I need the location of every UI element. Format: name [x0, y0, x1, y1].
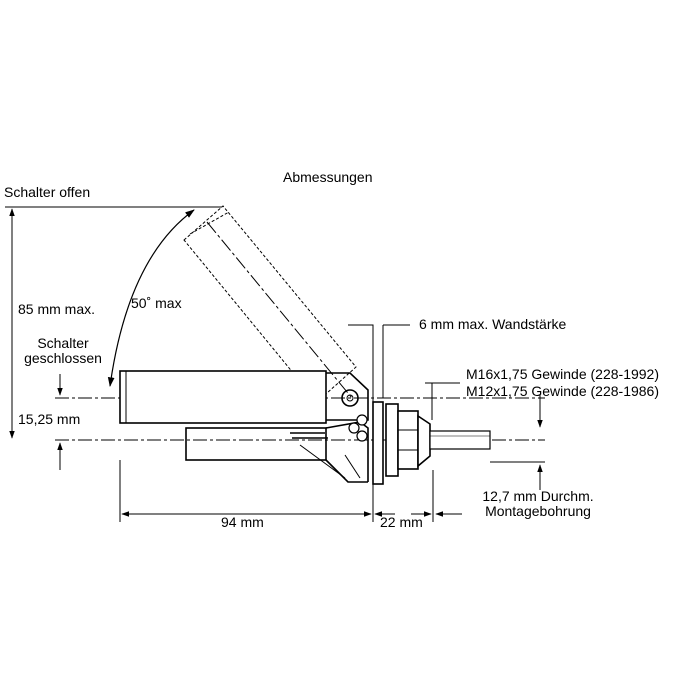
angle-arc: [107, 209, 195, 387]
label-thread-1: M16x1,75 Gewinde (228-1992): [466, 366, 660, 382]
label-offset: 15,25 mm: [18, 411, 81, 427]
switch-housing: [185, 421, 369, 483]
label-length-nut: 22 mm: [380, 514, 423, 530]
ball-bearings: [348, 414, 368, 442]
mounting-hardware: [372, 401, 431, 485]
label-height-max: 85 mm max.: [18, 301, 96, 317]
dimension-wall-thickness: [348, 324, 410, 398]
float-closed-position: [119, 370, 369, 424]
label-switch-open: Schalter offen: [4, 184, 91, 200]
label-hole-line2: Montagebohrung: [485, 503, 591, 519]
label-hole-line1: 12,7 mm Durchm.: [482, 488, 594, 504]
label-wall-thickness: 6 mm max. Wandstärke: [419, 316, 567, 332]
label-switch-closed-line1: Schalter: [37, 335, 89, 351]
label-angle-max: 50˚ max: [131, 295, 182, 311]
pivot: [341, 389, 359, 407]
dimension-thread: [425, 382, 543, 428]
label-thread-2: M12x1,75 Gewinde (228-1986): [466, 383, 660, 399]
label-length-body: 94 mm: [221, 514, 264, 530]
diagram-title: Abmessungen: [283, 169, 373, 185]
label-switch-closed-line2: geschlossen: [24, 350, 102, 366]
label-hole: 12,7 mm Durchm. Montagebohrung: [463, 489, 613, 519]
cable: [429, 430, 491, 450]
label-switch-closed: Schalter geschlossen: [18, 336, 108, 366]
dimension-hole: [490, 461, 545, 490]
float-open-position: [183, 205, 357, 403]
